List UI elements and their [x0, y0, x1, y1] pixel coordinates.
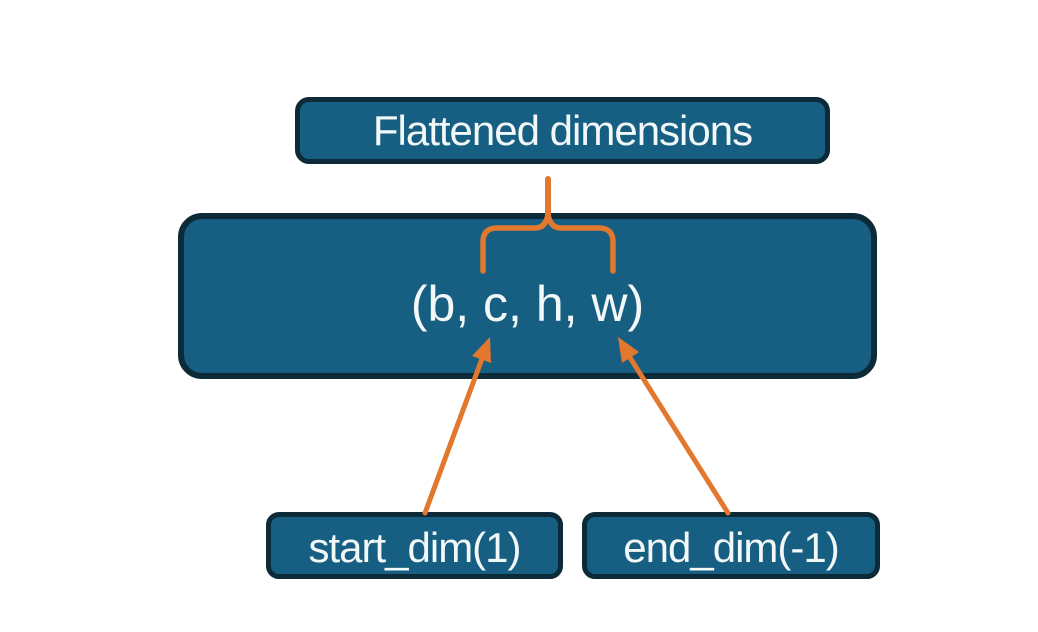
- end-dim-label: end_dim(-1): [623, 523, 839, 571]
- start-dim-label: start_dim(1): [308, 523, 521, 571]
- end-dim-arrow: [626, 353, 731, 516]
- tensor-shape-label: (b, c, h, w): [410, 276, 645, 332]
- end-dim-box: end_dim(-1): [582, 512, 880, 579]
- start-dim-box: start_dim(1): [266, 512, 563, 579]
- flattened-dimensions-box: Flattened dimensions: [295, 97, 830, 164]
- start-dim-arrow: [422, 353, 486, 516]
- tensor-shape-box: (b, c, h, w): [178, 213, 877, 379]
- flattened-dimensions-label: Flattened dimensions: [372, 106, 753, 154]
